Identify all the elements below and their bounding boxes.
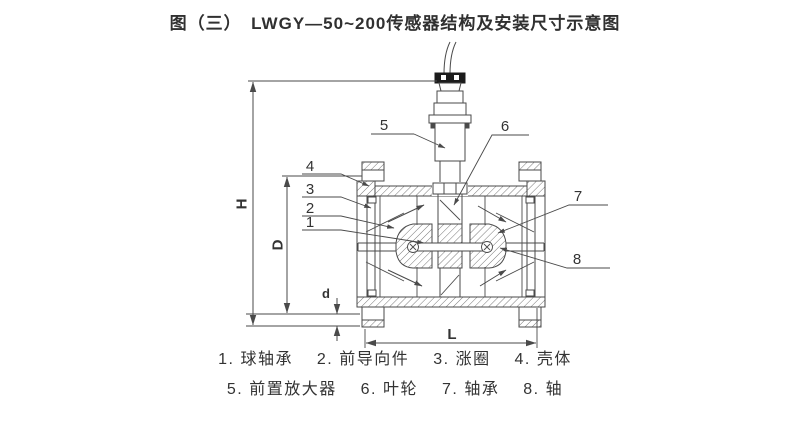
callout-5: 5 (380, 117, 388, 134)
flange-tab-bottom-left (361, 306, 385, 328)
legend-item: 3.涨圈 (433, 351, 491, 368)
legend-item: 4.壳体 (514, 351, 572, 368)
legend-item: 1.球轴承 (218, 351, 293, 368)
legend-item: 6.叶轮 (360, 381, 419, 398)
legend-item: 8.轴 (523, 381, 564, 398)
dim-label-d-outer: D (270, 239, 287, 250)
flange-tab-bottom-right (518, 306, 542, 328)
sensor-diagram: H D d L 4 3 2 1 5 6 7 8 (234, 41, 610, 348)
callout-7: 7 (574, 188, 582, 205)
legend-item: 5.前置放大器 (226, 381, 337, 398)
shaft (416, 242, 484, 252)
parts-legend: 1.球轴承 2.前导向件 3.涨圈 4.壳体 5.前置放大器 6.叶轮 7.轴承… (0, 352, 790, 398)
flange-right (525, 195, 546, 298)
callout-3: 3 (306, 181, 314, 198)
callout-1: 1 (306, 214, 314, 231)
callout-2: 2 (306, 200, 314, 217)
callout-leaders (302, 133, 610, 269)
flange-left (356, 195, 377, 298)
figure-title: 图（三） LWGY—50~200传感器结构及安装尺寸示意图 (169, 14, 621, 33)
legend-item: 7.轴承 (441, 381, 500, 398)
pipe-bottom-wall (356, 296, 546, 308)
cable (443, 41, 457, 75)
flow-arrows (365, 204, 535, 287)
flange-tab-top-right (518, 161, 542, 182)
bearing-right (481, 241, 493, 253)
legend-line-1: 1.球轴承 2.前导向件 3.涨圈 4.壳体 (0, 352, 790, 368)
amplifier-housing (428, 82, 472, 184)
ball-bearing-left (407, 241, 419, 253)
callout-6: 6 (501, 118, 509, 135)
flange-tab-top-left (361, 161, 385, 182)
dimension-D (246, 175, 362, 315)
sensor-well (432, 182, 468, 297)
dim-label-l: L (447, 326, 456, 343)
legend-item: 2.前导向件 (316, 351, 410, 368)
legend-line-2: 5.前置放大器 6.叶轮 7.轴承 8.轴 (0, 382, 790, 398)
connector-cap (434, 72, 466, 84)
dimension-L (364, 308, 538, 348)
impeller-block (437, 223, 463, 269)
dimension-H (246, 80, 437, 327)
dim-label-d-small: d (322, 286, 330, 301)
dim-label-h: H (234, 199, 251, 210)
callout-8: 8 (573, 251, 581, 268)
callout-4: 4 (306, 158, 314, 175)
